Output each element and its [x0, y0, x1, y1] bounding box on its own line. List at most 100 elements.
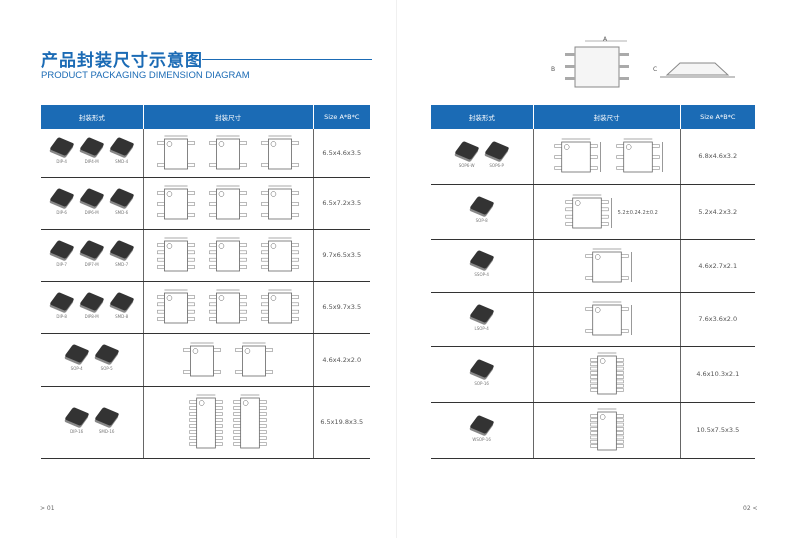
- dimension-drawing: [616, 138, 663, 173]
- dimension-drawing: [261, 237, 299, 272]
- chip-image: [484, 140, 510, 160]
- table-row: SSOP-4 4.6x2.7x2.1: [430, 239, 755, 293]
- dimension-drawing: [157, 289, 195, 324]
- label-a: A: [603, 36, 608, 43]
- dimension-drawing: [235, 342, 273, 376]
- package-form-cell: WSOP-16: [430, 402, 534, 459]
- size-value: 4.6x2.7x2.1: [680, 239, 755, 293]
- package-item: SOP-16: [469, 358, 495, 387]
- package-item: DIP7-M: [79, 239, 105, 268]
- package-name: SOP-16: [474, 380, 489, 386]
- package-item: SMD-7: [109, 239, 135, 268]
- table-row: SOP-16 4.6x10.3x2.1: [430, 346, 755, 403]
- dimension-drawing: [233, 394, 267, 449]
- package-dimension-cell: [142, 177, 314, 230]
- package-dimension-cell: [142, 229, 314, 282]
- package-name: SMD-8: [115, 313, 129, 319]
- package-name: DIP-8: [56, 313, 67, 319]
- package-name: DIP-16: [70, 428, 84, 434]
- size-value: 6.8x4.6x3.2: [680, 129, 755, 185]
- package-form-cell: SOP-16: [430, 346, 534, 403]
- size-value: 7.6x3.6x2.0: [680, 292, 755, 347]
- chip-image: [64, 406, 90, 426]
- package-form-cell: SOP6-W SOP6-P: [430, 129, 534, 185]
- package-dimension-cell: [142, 386, 314, 459]
- dimension-drawing: [565, 194, 612, 228]
- page-fold: [396, 0, 397, 538]
- size-value: 6.5x9.7x3.5: [313, 281, 370, 334]
- page-subtitle: PRODUCT PACKAGING DIMENSION DIAGRAM: [41, 70, 250, 81]
- header-size: Size A*B*C: [679, 105, 755, 129]
- package-item: SOP6-P: [484, 140, 510, 169]
- title-divider: [202, 59, 372, 60]
- chip-image: [79, 291, 105, 311]
- chip-image: [469, 195, 495, 216]
- chip-image: [469, 358, 495, 378]
- package-name: SOP-8: [475, 218, 488, 223]
- package-name: DIP-4: [56, 159, 67, 165]
- package-name: DIP6-M: [84, 209, 99, 215]
- package-dimension-cell: [532, 129, 681, 185]
- package-dimension-cell: [142, 281, 314, 334]
- dimension-drawing: [157, 135, 195, 170]
- package-name: SMD-7: [115, 261, 129, 267]
- chip-image: [79, 187, 105, 207]
- header-size: Size A*B*C: [312, 105, 370, 129]
- dimension-drawing: [554, 138, 601, 173]
- package-item: LSOP-4: [469, 303, 495, 332]
- dimension-drawing: [209, 135, 247, 170]
- package-name: SMD-16: [98, 428, 115, 434]
- dimension-drawing: [585, 301, 632, 336]
- table-row: DIP-8 DIP8-M SMD-8 6.5x9.7x3.5: [40, 281, 370, 334]
- header-form: 封装形式: [430, 105, 534, 129]
- chip-image: [79, 137, 105, 157]
- package-dimension-cell: [142, 129, 314, 178]
- package-item: DIP6-M: [79, 187, 105, 216]
- chip-image: [49, 239, 75, 259]
- dimension-drawing: [157, 237, 195, 272]
- dimension-label: 4.2±0.2: [637, 209, 658, 216]
- size-value: 4.6x10.3x2.1: [680, 346, 755, 403]
- package-dimension-cell: 5.2±0.24.2±0.2: [532, 184, 681, 240]
- dimension-drawing: [189, 394, 223, 449]
- package-form-cell: LSOP-4: [430, 292, 534, 347]
- chip-image: [94, 343, 120, 364]
- chip-image: [109, 137, 135, 157]
- package-item: SOP-8: [469, 195, 495, 224]
- chip-image: [79, 239, 105, 259]
- dimension-drawing: [261, 185, 299, 220]
- chip-image: [64, 343, 90, 364]
- package-name: DIP8-M: [84, 313, 99, 319]
- package-name: SOP-5: [100, 366, 113, 371]
- dimension-drawing: [590, 408, 624, 451]
- package-item: DIP-7: [49, 239, 75, 268]
- size-value: 6.5x4.6x3.5: [313, 129, 370, 178]
- package-form-cell: SSOP-4: [430, 239, 534, 293]
- package-name: SOP6-W: [458, 162, 475, 168]
- chip-image: [469, 414, 495, 434]
- package-name: DIP-7: [56, 261, 67, 267]
- table-row: LSOP-4 7.6x3.6x2.0: [430, 292, 755, 347]
- table-row: SOP6-W SOP6-P 6.8x4.6x3.2: [430, 129, 755, 185]
- package-form-cell: DIP-8 DIP8-M SMD-8: [40, 281, 144, 334]
- dimension-drawing: [585, 248, 632, 282]
- package-form-cell: SOP-8: [430, 184, 534, 240]
- chip-image: [49, 291, 75, 311]
- size-value: 6.5x19.8x3.5: [313, 386, 370, 459]
- package-item: SOP-5: [94, 343, 120, 372]
- chip-image: [454, 140, 480, 160]
- package-item: DIP-8: [49, 291, 75, 320]
- chip-image: [109, 187, 135, 207]
- package-name: SOP6-P: [489, 162, 504, 168]
- package-dimension-cell: [142, 333, 314, 387]
- header-dimensions: 封装尺寸: [142, 105, 314, 129]
- chip-image: [109, 239, 135, 259]
- package-name: DIP-6: [56, 209, 67, 215]
- chip-image: [469, 249, 495, 270]
